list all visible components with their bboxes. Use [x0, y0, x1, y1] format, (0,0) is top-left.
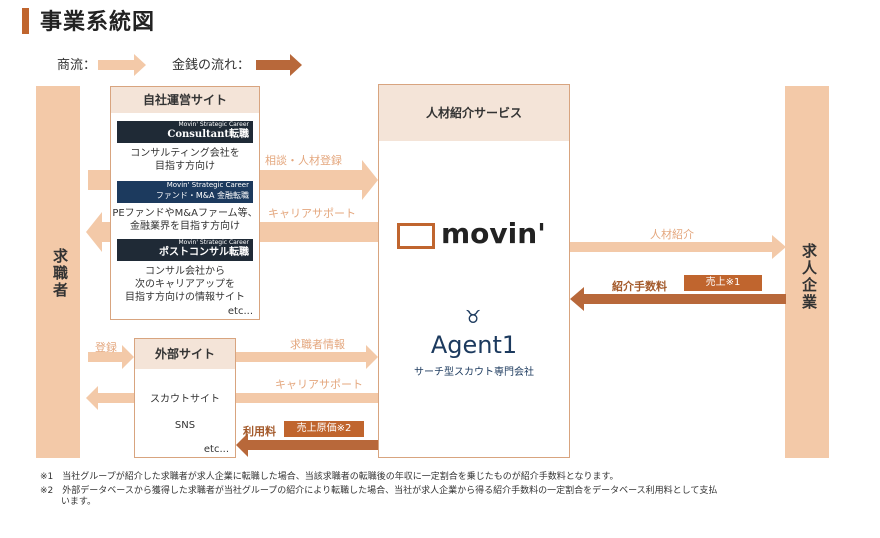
fund-banner[interactable]: Movin' Strategic Career ファンド・M&A 金融転職	[117, 181, 253, 203]
consultant-banner-line1: Movin' Strategic Career	[178, 121, 249, 128]
consultant-banner[interactable]: Movin' Strategic Career Consultant転職	[117, 121, 253, 143]
legend-commerce-arrow	[98, 54, 146, 76]
jobseeker-column	[36, 86, 80, 458]
placement-fee-label: 紹介手数料	[612, 280, 667, 293]
jobseeker-label: 求職者	[51, 248, 69, 299]
recruitment-service-box: 人材紹介サービス movin' ♉ Agent1 サーチ型スカウト専門会社	[378, 84, 570, 458]
own-sites-etc: etc...	[227, 306, 253, 317]
cost-of-sales-badge: 売上原価※2	[284, 421, 364, 437]
footnote-2: ※2 外部データベースから獲得した求職者が当社グループの紹介により転職した場合、…	[40, 486, 718, 507]
placement-label: 人材紹介	[650, 228, 694, 241]
company-column	[785, 86, 829, 458]
career-support-label: キャリアサポート	[268, 207, 356, 220]
own-sites-header: 自社運営サイト	[111, 87, 259, 113]
legend-money-label: 金銭の流れ：	[172, 58, 251, 73]
external-sites-box: 外部サイト スカウトサイト SNS etc...	[134, 338, 236, 458]
external-sites-header: 外部サイト	[135, 339, 235, 369]
consultant-desc: コンサルティング会社を 目指す方向け	[130, 148, 240, 172]
legend-commerce-label: 商流：	[57, 58, 97, 73]
sales-badge: 売上※1	[684, 275, 762, 291]
external-sites-etc: etc...	[203, 444, 229, 455]
usage-fee-label: 利用料	[243, 425, 276, 438]
placement-fee-arrow	[570, 287, 786, 311]
legend-money-arrow	[256, 54, 302, 76]
career-support-external-label: キャリアサポート	[275, 378, 363, 391]
usage-fee-arrow	[236, 433, 378, 457]
movin-logo-mark-icon	[397, 223, 435, 249]
sns-label: SNS	[174, 420, 196, 431]
post-desc: コンサル会社から 次のキャリアアップを 目指す方向けの情報サイト	[125, 266, 245, 303]
fund-desc: PEファンドやM&Aファーム等、 金融業界を目指す方向け	[112, 208, 258, 232]
fund-banner-line2: ファンド・M&A 金融転職	[155, 191, 249, 200]
service-header: 人材紹介サービス	[379, 85, 569, 141]
post-consul-banner[interactable]: Movin' Strategic Career ポストコンサル転職	[117, 239, 253, 261]
own-sites-box: 自社運営サイト Movin' Strategic Career Consulta…	[110, 86, 260, 320]
consult-register-label: 相談・人材登録	[265, 154, 342, 167]
fund-banner-line1: Movin' Strategic Career	[166, 181, 249, 189]
movin-logo-text: movin'	[441, 217, 546, 250]
agent1-subtitle: サーチ型スカウト専門会社	[414, 367, 534, 378]
post-banner-line1: Movin' Strategic Career	[178, 239, 249, 246]
consultant-banner-line2: Consultant転職	[167, 129, 249, 140]
movin-logo: movin'	[397, 217, 557, 257]
agent1-logo-text: Agent1	[430, 331, 518, 359]
scout-site-label: スカウトサイト	[150, 394, 220, 405]
company-label: 求人企業	[800, 243, 818, 311]
register-label: 登録	[95, 341, 117, 354]
post-banner-line2: ポストコンサル転職	[159, 247, 249, 258]
register-arrow	[88, 345, 134, 369]
footnote-1: ※1 当社グループが紹介した求職者が求人企業に転職した場合、当該求職者の転職後の…	[40, 472, 619, 482]
jobseeker-info-label: 求職者情報	[290, 338, 345, 351]
placement-arrow	[570, 235, 786, 259]
diagram-title: 事業系統図	[40, 10, 156, 35]
title-accent-bar	[22, 8, 29, 34]
bull-icon: ♉	[465, 307, 482, 328]
jobseeker-info-arrow	[236, 345, 378, 369]
